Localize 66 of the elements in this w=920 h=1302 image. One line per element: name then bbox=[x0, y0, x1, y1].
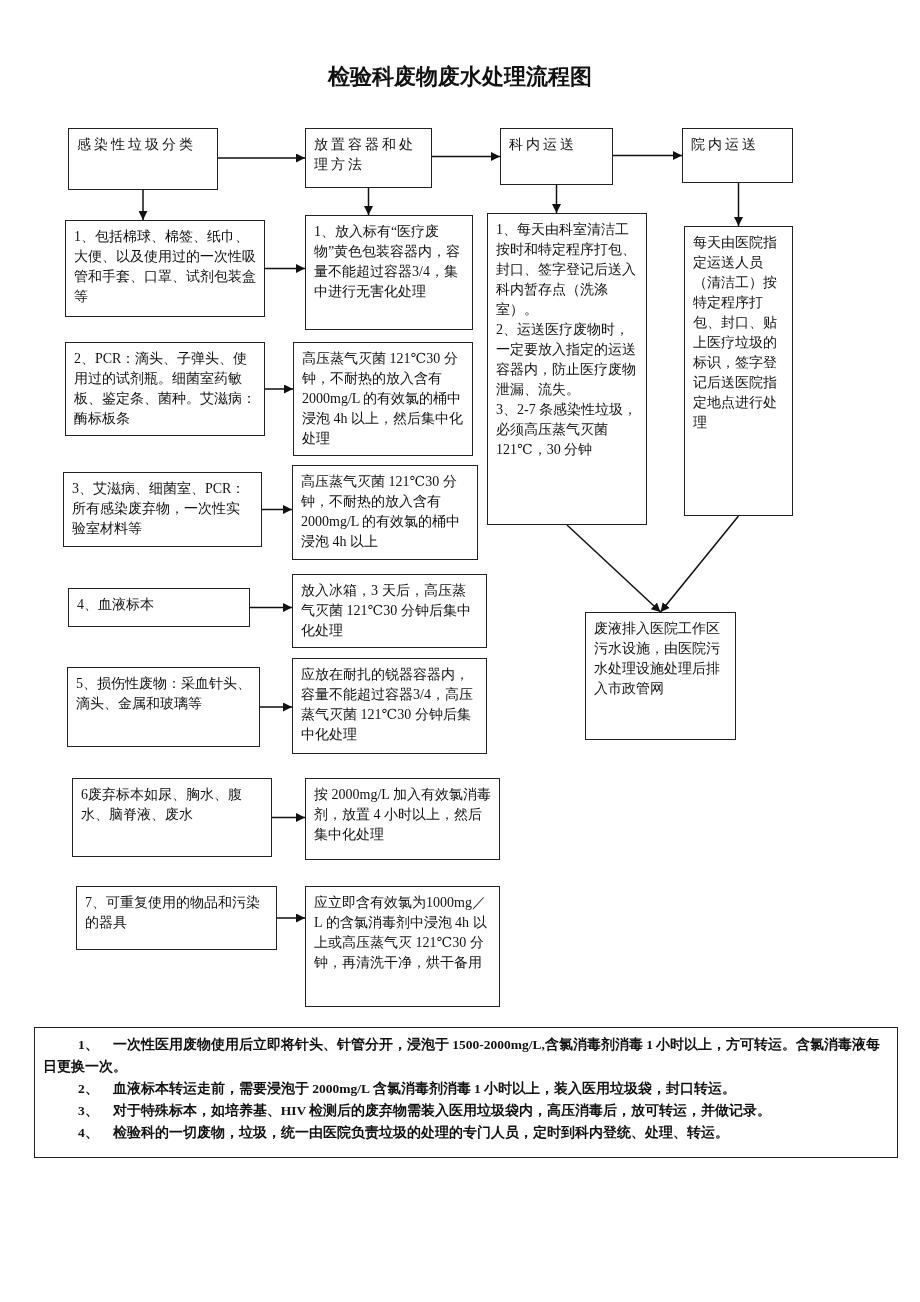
arrow bbox=[264, 264, 306, 273]
node-text: 按 2000mg/L 加入有效氯消毒剂，放置 4 小时以上，然后集中化处理 bbox=[314, 786, 491, 844]
node-text: 放入冰箱，3 天后，高压蒸气灭菌 121℃30 分钟后集中化处理 bbox=[301, 582, 472, 640]
node-text: 废液排入医院工作区污水设施，由医院污水处理设施处理后排入市政管网 bbox=[594, 620, 721, 698]
step-header-box bbox=[68, 128, 218, 190]
process-box bbox=[67, 667, 260, 747]
node-text: 5、损伤性废物：采血针头、滴头、金属和玻璃等 bbox=[76, 675, 251, 713]
node-text: 应立即含有效氯为1000mg／L 的含氯消毒剂中浸泡 4h 以上或高压蒸气灭 121℃30 分钟，再清洗干净，烘干备用 bbox=[314, 894, 488, 972]
arrow bbox=[276, 913, 306, 923]
node-text: 1、放入标有“医疗废物”黄色包装容器内，容量不能超过容器3/4，集中进行无害化处理 bbox=[314, 223, 462, 301]
arrow bbox=[138, 189, 148, 221]
process-box bbox=[292, 658, 487, 754]
arrow bbox=[264, 384, 294, 394]
node-text: 3、艾滋病、细菌室、PCR：所有感染废弃物，一次性实验室材料等 bbox=[72, 480, 247, 538]
process-box bbox=[292, 574, 487, 648]
arrow bbox=[659, 515, 740, 613]
node-text: 感染性垃圾分类 bbox=[77, 136, 197, 154]
arrow bbox=[431, 152, 501, 161]
step-header-box bbox=[682, 128, 793, 183]
arrow bbox=[734, 182, 743, 227]
node-text: 每天由医院指定运送人员（清洁工）按特定程序打包、封口、贴上医疗垃圾的标识，签字登记后送医院指定地点进行处理 bbox=[693, 234, 778, 432]
node-text: 高压蒸气灭菌 121℃30 分钟，不耐热的放入含有 2000mg/L 的有效氯的桶中浸泡 4h 以上 bbox=[301, 473, 462, 551]
node-text: 院内运送 bbox=[691, 136, 760, 154]
process-box bbox=[684, 226, 793, 516]
process-box bbox=[305, 215, 473, 330]
process-box bbox=[293, 342, 473, 456]
node-text: 高压蒸气灭菌 121℃30 分钟，不耐热的放入含有2000mg/L 的有效氯的桶中浸泡 4h 以上，然后集中化处理 bbox=[302, 350, 464, 448]
process-box bbox=[292, 465, 478, 560]
process-box bbox=[305, 778, 500, 860]
node-text: 1、包括棉球、棉签、纸巾、大便、以及使用过的一次性吸管和手套、口罩、试剂包装盒等 bbox=[74, 228, 256, 306]
arrow bbox=[612, 151, 683, 160]
step-header-box bbox=[500, 128, 613, 185]
arrow bbox=[217, 153, 306, 163]
process-box bbox=[68, 588, 250, 627]
step-header-box bbox=[305, 128, 432, 188]
node-text: 4、 检验科的一切废物，垃圾，统一由医院负责垃圾的处理的专门人员，定时到科内登统、处理、转运。 bbox=[77, 1124, 730, 1142]
node-text: 2、PCR：滴头、子弹头、使用过的试剂瓶。细菌室药敏板、鉴定条、菌种。艾滋病：酶标板条 bbox=[74, 350, 256, 428]
node-text: 应放在耐扎的锐器容器内，容量不能超过容器3/4，高压蒸气灭菌 121℃30 分钟后集中化处理 bbox=[301, 666, 474, 744]
node-text: 放置容器和处理方法 bbox=[314, 136, 417, 174]
node-text: 1、 一次性医用废物使用后立即将针头、针管分开，浸泡于 1500-2000mg/L,含氯消毒剂消毒 1 小时以上，方可转运。含氯消毒液每日更换一次。 bbox=[43, 1036, 882, 1076]
node-text: 6废弃标本如尿、胸水、腹水、脑脊液、废水 bbox=[81, 786, 243, 824]
process-box bbox=[76, 886, 277, 950]
process-box bbox=[65, 220, 265, 317]
node-text: 7、可重复使用的物品和污染的器具 bbox=[85, 894, 261, 932]
node-text: 科内运送 bbox=[509, 136, 578, 154]
node-text: 3、2-7 条感染性垃圾，必须高压蒸气灭菌 121℃，30 分钟 bbox=[496, 401, 638, 459]
arrow bbox=[249, 603, 293, 612]
process-box bbox=[585, 612, 736, 740]
process-box bbox=[65, 342, 265, 436]
arrow bbox=[261, 505, 293, 514]
process-box bbox=[305, 886, 500, 1007]
process-box bbox=[72, 778, 272, 857]
arrow bbox=[271, 813, 306, 822]
node-text: 3、 对于特殊标本，如培养基、HIV 检测后的废弃物需装入医用垃圾袋内，高压消毒后，放可转运，并做记录。 bbox=[77, 1102, 773, 1120]
arrow bbox=[259, 702, 293, 712]
process-box bbox=[487, 213, 647, 525]
node-text: 2、运送医疗废物时，一定要放入指定的运送容器内，防止医疗废物泄漏、流失。 bbox=[496, 321, 637, 399]
arrow bbox=[364, 187, 373, 216]
arrow bbox=[552, 184, 561, 214]
arrow bbox=[566, 524, 662, 613]
process-box bbox=[63, 472, 262, 547]
node-text: 2、 血液标本转运走前，需要浸泡于 2000mg/L 含氯消毒剂消毒 1 小时以上，装入医用垃圾袋，封口转运。 bbox=[77, 1080, 738, 1098]
diagram-title: 检验科废物废水处理流程图 bbox=[326, 63, 593, 91]
notes-panel bbox=[34, 1027, 898, 1158]
node-text: 4、血液标本 bbox=[77, 596, 155, 614]
node-text: 1、每天由科室清洁工按时和特定程序打包、封口、签字登记后送入科内暂存点（洗涤室）。 bbox=[496, 221, 637, 319]
